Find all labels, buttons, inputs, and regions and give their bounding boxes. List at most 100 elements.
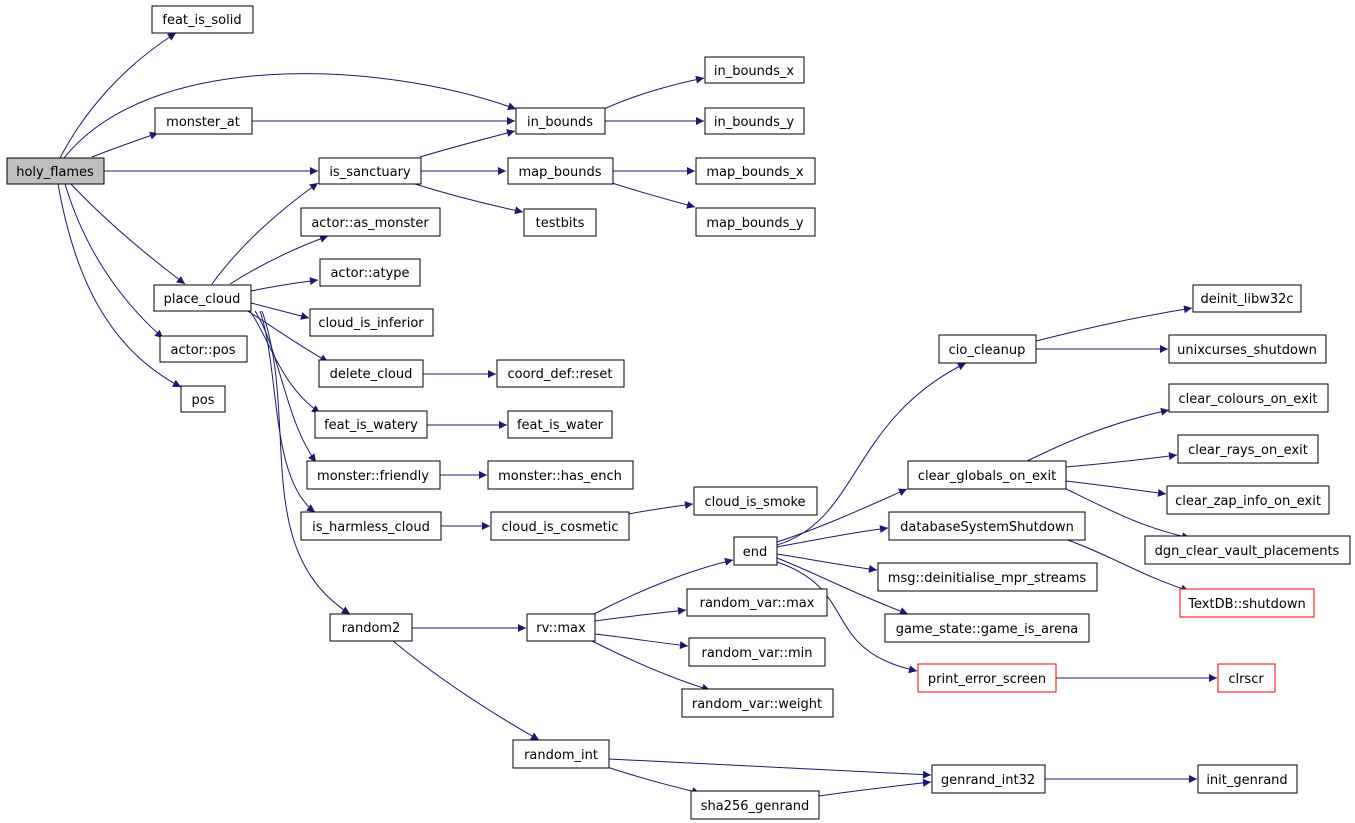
- svg-text:unixcurses_shutdown: unixcurses_shutdown: [1177, 343, 1317, 358]
- node-map_bounds_y[interactable]: map_bounds_y: [695, 207, 816, 237]
- edge-place_cloud-is_harmless_cloud: [259, 310, 316, 513]
- svg-text:clear_globals_on_exit: clear_globals_on_exit: [918, 469, 1056, 484]
- svg-text:in_bounds_y: in_bounds_y: [714, 115, 795, 130]
- svg-text:dgn_clear_vault_placements: dgn_clear_vault_placements: [1155, 544, 1340, 559]
- node-msg_deinitialise[interactable]: msg::deinitialise_mpr_streams: [877, 562, 1098, 592]
- edge-clear_globals-clear_rays: [1065, 452, 1178, 468]
- node-delete_cloud[interactable]: delete_cloud: [318, 359, 424, 388]
- node-in_bounds[interactable]: in_bounds: [515, 107, 606, 135]
- svg-text:map_bounds: map_bounds: [518, 165, 601, 180]
- node-cloud_is_cosmetic[interactable]: cloud_is_cosmetic: [490, 511, 630, 541]
- edge-end-databaseSystemShutdown: [776, 525, 889, 548]
- node-deinit_libw32c[interactable]: deinit_libw32c: [1192, 284, 1302, 313]
- call-edges: [57, 32, 1217, 797]
- node-dgn_clear_vault_placements[interactable]: dgn_clear_vault_placements: [1144, 535, 1351, 565]
- edge-holy_flames-pos: [57, 183, 182, 388]
- svg-text:feat_is_watery: feat_is_watery: [324, 418, 418, 433]
- node-random2[interactable]: random2: [329, 613, 413, 642]
- node-unixcurses_shutdown[interactable]: unixcurses_shutdown: [1168, 334, 1327, 364]
- node-print_error_screen[interactable]: print_error_screen: [917, 663, 1057, 693]
- node-in_bounds_y[interactable]: in_bounds_y: [704, 107, 805, 135]
- node-clrscr[interactable]: clrscr: [1217, 663, 1276, 693]
- node-clear_zap_info_on_exit[interactable]: clear_zap_info_on_exit: [1166, 485, 1330, 515]
- svg-text:init_genrand: init_genrand: [1206, 773, 1287, 788]
- edge-place_cloud-feat_is_watery: [249, 310, 321, 414]
- node-actor_atype[interactable]: actor::atype: [319, 258, 421, 287]
- node-genrand_int32[interactable]: genrand_int32: [931, 764, 1046, 794]
- node-cio_cleanup[interactable]: cio_cleanup: [938, 334, 1037, 364]
- edge-place_cloud-cloud_is_inferior: [250, 302, 310, 320]
- node-random_var_max[interactable]: random_var::max: [686, 588, 828, 617]
- node-textdb_shutdown[interactable]: TextDB::shutdown: [1179, 588, 1315, 618]
- svg-text:print_error_screen: print_error_screen: [928, 672, 1046, 687]
- edge-rv_max-random_var_max: [594, 606, 687, 622]
- node-in_bounds_x[interactable]: in_bounds_x: [704, 56, 805, 84]
- edge-place_cloud-is_sanctuary: [211, 182, 319, 285]
- node-rv_max[interactable]: rv::max: [526, 613, 596, 642]
- node-random_int[interactable]: random_int: [512, 739, 610, 769]
- svg-text:pos: pos: [192, 393, 215, 408]
- node-cloud_is_inferior[interactable]: cloud_is_inferior: [309, 308, 434, 337]
- svg-text:coord_def::reset: coord_def::reset: [508, 367, 613, 382]
- svg-text:testbits: testbits: [536, 216, 585, 231]
- svg-text:feat_is_water: feat_is_water: [517, 418, 604, 433]
- node-place_cloud[interactable]: place_cloud: [153, 284, 252, 312]
- node-actor_pos[interactable]: actor::pos: [159, 335, 248, 363]
- node-pos[interactable]: pos: [180, 385, 226, 413]
- svg-text:actor::atype: actor::atype: [330, 266, 409, 281]
- node-monster_has_ench[interactable]: monster::has_ench: [487, 460, 634, 490]
- node-clear_globals_on_exit[interactable]: clear_globals_on_exit: [907, 460, 1067, 490]
- edge-is_sanctuary-testbits: [414, 183, 524, 215]
- svg-text:monster_at: monster_at: [166, 115, 240, 130]
- node-actor_as_monster[interactable]: actor::as_monster: [300, 207, 441, 237]
- svg-text:delete_cloud: delete_cloud: [330, 367, 413, 382]
- node-clear_colours_on_exit[interactable]: clear_colours_on_exit: [1168, 383, 1329, 413]
- edge-map_bounds-map_bounds_y: [611, 182, 696, 209]
- edge-clear_globals-dgn_clear_vault: [1059, 485, 1191, 541]
- edge-random_int-sha256_genrand: [603, 765, 701, 796]
- node-random_var_min[interactable]: random_var::min: [688, 637, 826, 667]
- edge-end-msg_deinitialise: [776, 553, 878, 573]
- node-coord_def_reset[interactable]: coord_def::reset: [496, 359, 625, 388]
- node-init_genrand[interactable]: init_genrand: [1197, 764, 1298, 794]
- node-feat_is_water[interactable]: feat_is_water: [507, 410, 613, 439]
- node-monster_at[interactable]: monster_at: [154, 107, 253, 135]
- svg-text:random_var::max: random_var::max: [700, 596, 815, 611]
- node-databaseSystemShutdown[interactable]: databaseSystemShutdown: [888, 511, 1086, 541]
- svg-text:in_bounds: in_bounds: [527, 115, 593, 130]
- edge-databaseSystemShutdown-textdb: [1064, 538, 1190, 593]
- svg-text:is_sanctuary: is_sanctuary: [329, 165, 411, 180]
- svg-text:databaseSystemShutdown: databaseSystemShutdown: [900, 520, 1074, 535]
- svg-text:clear_colours_on_exit: clear_colours_on_exit: [1179, 392, 1318, 407]
- edge-holy_flames-place_cloud: [69, 182, 186, 285]
- edge-rv_max-random_var_min: [594, 633, 689, 650]
- node-random_var_weight[interactable]: random_var::weight: [681, 688, 834, 718]
- node-game_is_arena[interactable]: game_state::game_is_arena: [884, 613, 1090, 643]
- svg-text:end: end: [743, 545, 768, 560]
- edge-holy_flames-actor_pos: [64, 183, 164, 339]
- node-holy_flames[interactable]: holy_flames: [6, 157, 105, 185]
- node-clear_rays_on_exit[interactable]: clear_rays_on_exit: [1177, 434, 1319, 464]
- node-map_bounds[interactable]: map_bounds: [507, 157, 614, 185]
- node-testbits[interactable]: testbits: [523, 208, 597, 237]
- node-feat_is_solid[interactable]: feat_is_solid: [151, 5, 254, 34]
- edge-clear_globals-clear_colours: [1024, 407, 1170, 463]
- edge-place_cloud-random2: [261, 310, 351, 615]
- node-end[interactable]: end: [733, 536, 778, 566]
- svg-text:is_harmless_cloud: is_harmless_cloud: [312, 520, 430, 535]
- edge-holy_flames-in_bounds: [63, 73, 517, 159]
- node-monster_friendly[interactable]: monster::friendly: [306, 460, 441, 490]
- svg-text:cloud_is_cosmetic: cloud_is_cosmetic: [502, 520, 619, 535]
- edge-rv_max-end: [593, 557, 734, 615]
- svg-text:sha256_genrand: sha256_genrand: [701, 799, 810, 814]
- node-cloud_is_smoke[interactable]: cloud_is_smoke: [693, 486, 818, 516]
- node-feat_is_watery[interactable]: feat_is_watery: [314, 410, 428, 439]
- svg-text:clear_zap_info_on_exit: clear_zap_info_on_exit: [1175, 494, 1321, 509]
- node-map_bounds_x[interactable]: map_bounds_x: [695, 157, 816, 185]
- node-sha256_genrand[interactable]: sha256_genrand: [690, 790, 820, 820]
- node-is_harmless_cloud[interactable]: is_harmless_cloud: [300, 511, 442, 541]
- edge-place_cloud-monster_friendly: [254, 310, 317, 463]
- node-is_sanctuary[interactable]: is_sanctuary: [318, 157, 422, 185]
- svg-text:in_bounds_x: in_bounds_x: [714, 64, 795, 79]
- svg-text:genrand_int32: genrand_int32: [941, 773, 1035, 788]
